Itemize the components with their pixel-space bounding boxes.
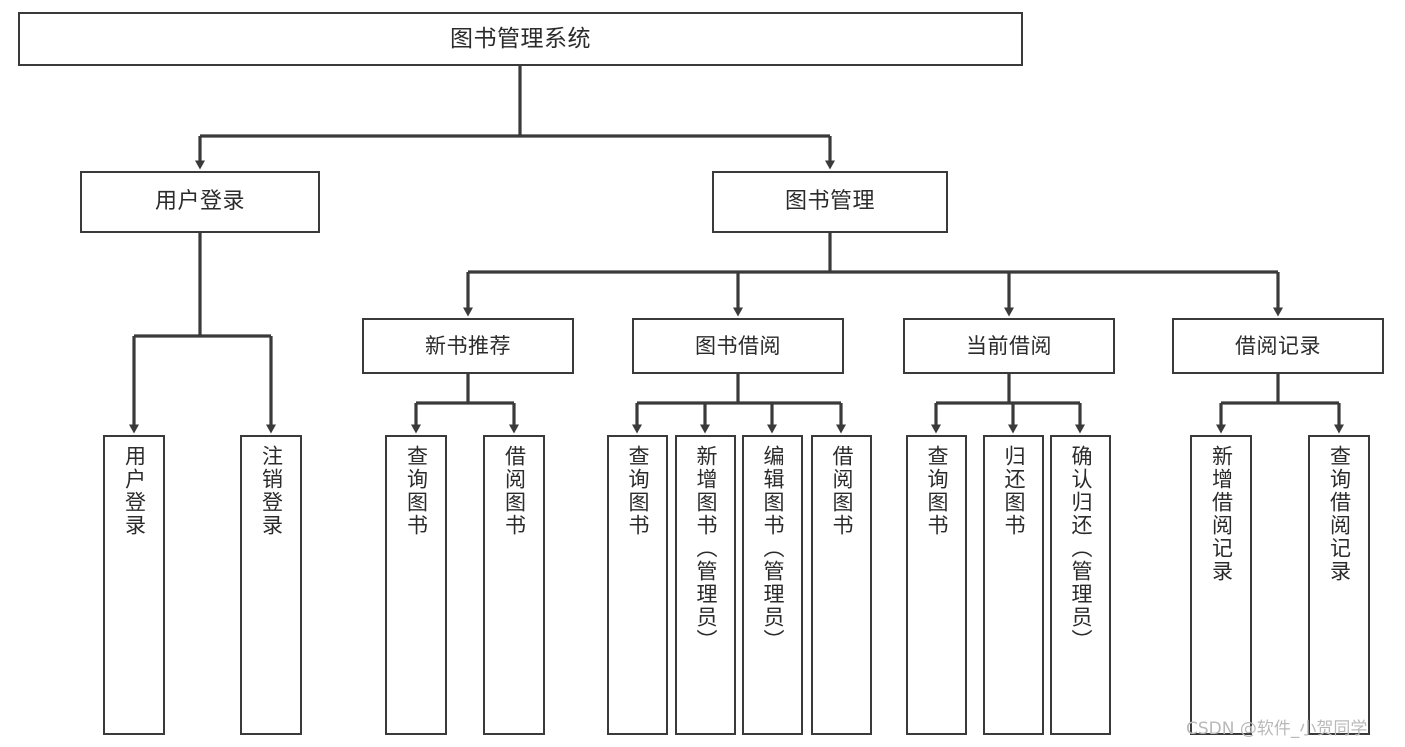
node-book-borrow-label: 图书借阅 bbox=[695, 333, 781, 358]
csdn-watermark: CSDN @软件_小贺同学 bbox=[1186, 719, 1368, 739]
node-current-borrow-label: 当前借阅 bbox=[966, 333, 1052, 358]
node-root[interactable]: 图书管理系统 bbox=[18, 12, 1023, 66]
node-book-borrow[interactable]: 图书借阅 bbox=[632, 318, 844, 374]
node-leaf-query-book-rec-label: 查询图书 bbox=[404, 445, 429, 537]
node-leaf-query-book-rec[interactable]: 查询图书 bbox=[385, 435, 447, 735]
node-leaf-borrow-book[interactable]: 借阅图书 bbox=[811, 435, 872, 735]
node-leaf-confirm-return-label: 确认归还（管理员） bbox=[1069, 445, 1093, 652]
node-leaf-return-book-label: 归还图书 bbox=[1002, 445, 1026, 537]
node-leaf-borrow-book-rec[interactable]: 借阅图书 bbox=[483, 435, 545, 735]
node-leaf-add-book-label: 新增图书（管理员） bbox=[694, 445, 718, 652]
node-leaf-add-record[interactable]: 新增借阅记录 bbox=[1190, 435, 1252, 735]
node-leaf-query-book-label: 查询图书 bbox=[626, 445, 650, 537]
node-leaf-logout[interactable]: 注销登录 bbox=[240, 435, 302, 735]
node-leaf-logout-label: 注销登录 bbox=[259, 445, 284, 537]
node-leaf-user-login[interactable]: 用户登录 bbox=[103, 435, 165, 735]
node-leaf-query-book-cur-label: 查询图书 bbox=[925, 445, 949, 537]
node-leaf-query-record[interactable]: 查询借阅记录 bbox=[1308, 435, 1370, 735]
node-borrow-record[interactable]: 借阅记录 bbox=[1172, 318, 1384, 374]
node-borrow-record-label: 借阅记录 bbox=[1235, 333, 1321, 358]
node-leaf-query-book-cur[interactable]: 查询图书 bbox=[906, 435, 967, 735]
node-user-login[interactable]: 用户登录 bbox=[80, 171, 320, 233]
node-leaf-return-book[interactable]: 归还图书 bbox=[983, 435, 1044, 735]
node-leaf-add-book[interactable]: 新增图书（管理员） bbox=[675, 435, 736, 735]
node-leaf-confirm-return[interactable]: 确认归还（管理员） bbox=[1050, 435, 1111, 735]
node-leaf-query-book[interactable]: 查询图书 bbox=[607, 435, 668, 735]
node-leaf-add-record-label: 新增借阅记录 bbox=[1209, 445, 1234, 583]
node-new-book-rec-label: 新书推荐 bbox=[425, 333, 511, 358]
node-leaf-borrow-book-label: 借阅图书 bbox=[830, 445, 854, 537]
node-user-login-label: 用户登录 bbox=[154, 189, 245, 215]
node-book-manage-label: 图书管理 bbox=[784, 189, 875, 215]
node-leaf-borrow-book-rec-label: 借阅图书 bbox=[502, 445, 527, 537]
node-leaf-query-record-label: 查询借阅记录 bbox=[1327, 445, 1352, 583]
node-leaf-user-login-label: 用户登录 bbox=[122, 445, 147, 537]
node-current-borrow[interactable]: 当前借阅 bbox=[903, 318, 1115, 374]
node-leaf-edit-book-label: 编辑图书（管理员） bbox=[761, 445, 785, 652]
node-root-label: 图书管理系统 bbox=[450, 25, 591, 52]
node-leaf-edit-book[interactable]: 编辑图书（管理员） bbox=[742, 435, 803, 735]
node-new-book-rec[interactable]: 新书推荐 bbox=[362, 318, 574, 374]
node-book-manage[interactable]: 图书管理 bbox=[712, 171, 948, 233]
